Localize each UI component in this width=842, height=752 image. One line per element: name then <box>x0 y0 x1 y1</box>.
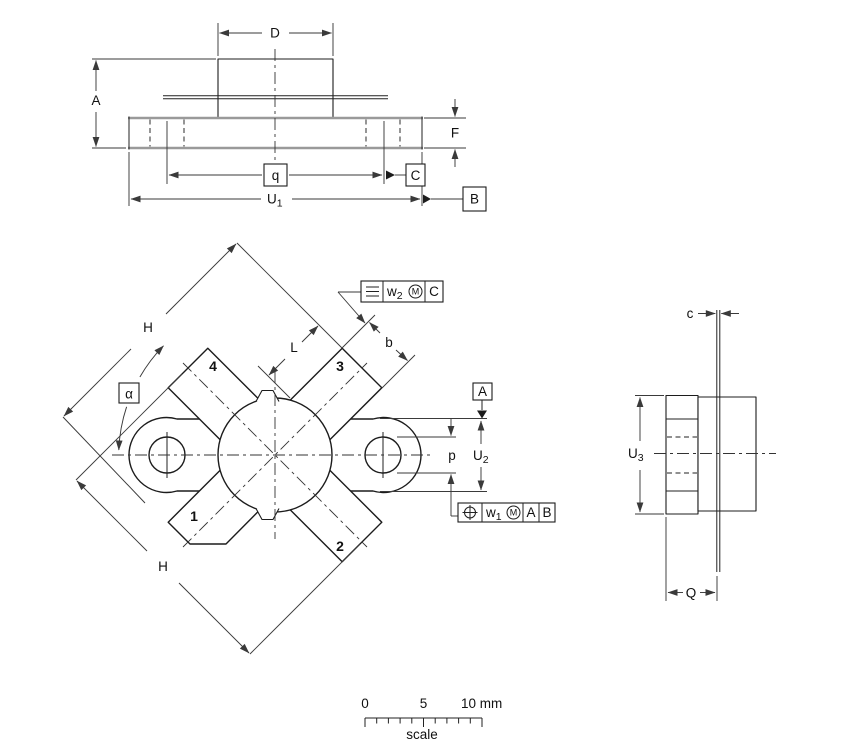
dim-alpha: α <box>115 345 164 451</box>
lead-2-label: 2 <box>336 538 344 554</box>
svg-text:M: M <box>510 508 518 518</box>
datum-a-label: A <box>478 384 487 399</box>
top-view: D A F q C U1 <box>91 23 487 212</box>
datum-c-box <box>405 163 426 187</box>
scale-10-label: 10 mm <box>461 696 502 711</box>
dim-l-label: L <box>290 340 298 355</box>
w1-datum1-label: A <box>526 505 535 520</box>
top-view-extension-lines <box>92 23 466 206</box>
maximum-material-icon: M <box>408 284 423 299</box>
datum-c-label: C <box>411 168 421 183</box>
datum-b-box <box>462 186 487 212</box>
position-icon <box>462 505 478 520</box>
dim-d-label: D <box>270 26 280 41</box>
dim-c-label: c <box>687 306 694 321</box>
dim-q-box <box>263 163 288 187</box>
dim-h-lower: H <box>75 373 361 655</box>
lead-1-label: 1 <box>190 508 198 524</box>
middle-view: 4 3 1 2 H H L <box>62 242 556 655</box>
lead-4-label: 4 <box>209 358 217 374</box>
dim-b: b <box>341 314 416 389</box>
dim-p-label: p <box>448 448 456 463</box>
middle-view-extension-lines <box>380 418 487 492</box>
dim-l: L <box>257 325 319 399</box>
dim-f: F <box>451 99 459 167</box>
datum-triangle-icon <box>477 410 487 419</box>
scale-caption: scale <box>406 727 438 742</box>
dim-alpha-box <box>118 382 140 404</box>
lead-edge-lines <box>163 95 388 100</box>
dim-d: D <box>219 26 332 41</box>
lead-3-label: 3 <box>336 358 344 374</box>
w2-feature-control-frame: w2 M C <box>337 280 444 324</box>
dim-u1-label: U1 <box>267 192 283 210</box>
datum-a-flag: A <box>472 382 493 419</box>
symmetry-icon <box>366 286 379 297</box>
dim-h-upper-label: H <box>143 320 153 335</box>
dim-u1: U1 B <box>130 186 487 212</box>
lead-stack-outline <box>665 394 699 515</box>
maximum-material-icon: M <box>506 505 521 520</box>
w1-datum2-label: B <box>542 505 551 520</box>
datum-b-label: B <box>470 192 479 207</box>
flange-outline-top <box>128 116 423 150</box>
lead-edge-on <box>716 310 721 572</box>
w1-value-label: w1 <box>485 505 502 523</box>
dim-u2: U2 <box>473 420 489 491</box>
dim-b-label: b <box>385 335 393 350</box>
middle-view-centerlines <box>112 362 431 548</box>
cap-index-bump-bottom <box>255 508 280 521</box>
w2-datum-label: C <box>429 284 439 299</box>
w1-feature-control-frame: w1 M A B <box>457 502 556 523</box>
dim-q-side-label: Q <box>686 586 697 601</box>
scale-bar: 0 5 10 mm scale <box>361 696 502 742</box>
datum-triangle-icon <box>386 170 395 180</box>
w2-value-label: w2 <box>386 284 403 302</box>
datum-triangle-icon <box>423 194 431 204</box>
svg-text:M: M <box>412 287 420 297</box>
cap-side-outline <box>697 396 757 512</box>
dim-alpha-label: α <box>125 387 133 402</box>
dim-h-upper: H <box>62 242 343 504</box>
cap-index-bump-top <box>255 389 280 402</box>
dim-u3: U3 <box>628 395 664 515</box>
flange-side-lines <box>666 418 698 492</box>
dim-h-lower-label: H <box>158 559 168 574</box>
dim-a-label: A <box>91 93 100 108</box>
dim-u3-label: U3 <box>628 446 644 464</box>
dim-q: q C <box>168 163 426 187</box>
dim-a: A <box>91 60 101 147</box>
scale-ticks <box>364 718 483 727</box>
side-view: c U3 Q <box>628 306 776 601</box>
dim-c: c <box>687 306 739 321</box>
dim-q-side: Q <box>665 517 718 601</box>
hidden-hole-lines <box>149 119 401 147</box>
dim-u2-label: U2 <box>473 448 489 466</box>
cap-body-outline <box>217 58 334 119</box>
scale-5-label: 5 <box>420 696 428 711</box>
scale-0-label: 0 <box>361 696 369 711</box>
dim-q-label: q <box>272 168 280 183</box>
dim-f-label: F <box>451 126 459 141</box>
dim-p: p <box>447 419 458 517</box>
